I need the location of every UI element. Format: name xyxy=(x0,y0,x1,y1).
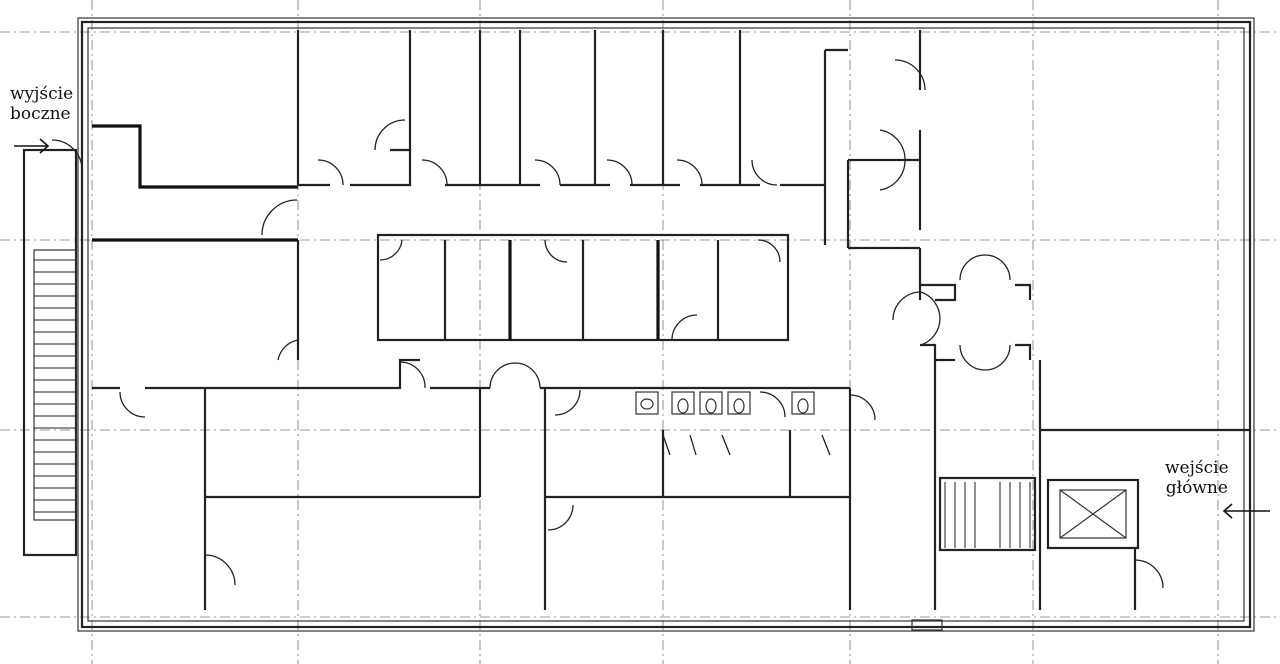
outer-walls xyxy=(22,17,1255,632)
entrance-lobby xyxy=(920,283,1250,610)
central-core xyxy=(296,233,790,360)
main-entrance-label-line1: wejście xyxy=(1165,458,1229,478)
restrooms xyxy=(635,391,815,415)
lower-corridor xyxy=(92,358,852,610)
bottom-marker xyxy=(911,619,943,631)
side-staircase xyxy=(34,259,76,513)
top-offices xyxy=(92,30,848,245)
top-right-room xyxy=(846,30,922,300)
main-entrance-arrow xyxy=(1222,503,1270,519)
side-exit-label-line2: boczne xyxy=(10,104,71,124)
side-exit-label-line1: wyjście xyxy=(10,84,74,104)
side-exit-arrow xyxy=(14,138,50,154)
door-swings xyxy=(51,59,1164,589)
main-entrance-label: wejście główne xyxy=(1165,458,1229,498)
main-entrance-label-line2: główne xyxy=(1165,478,1228,498)
side-exit-label: wyjście boczne xyxy=(10,84,73,124)
